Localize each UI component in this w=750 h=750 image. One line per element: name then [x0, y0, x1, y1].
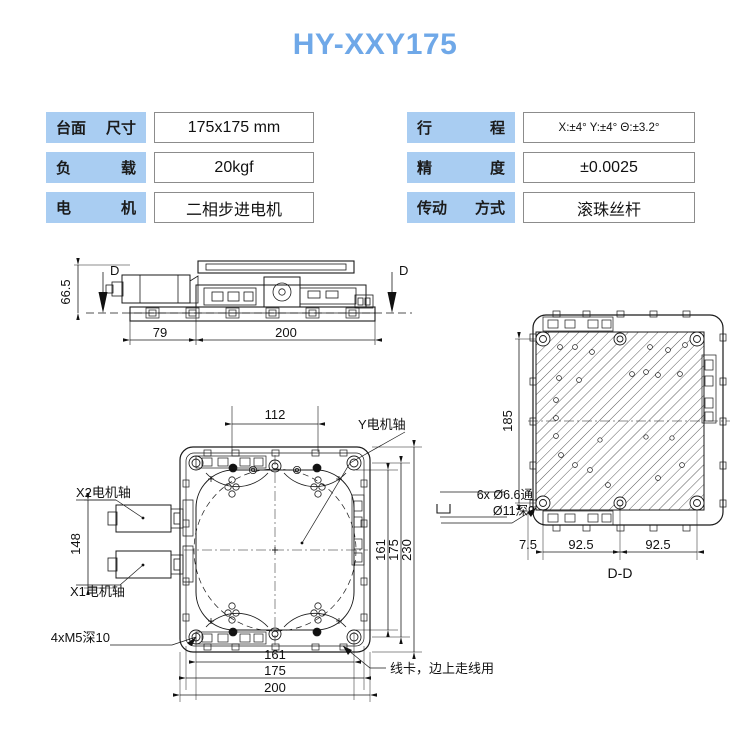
spec-row: 行 程 X:±4° Y:±4° Θ:±3.2°: [407, 112, 695, 143]
spec-value: X:±4° Y:±4° Θ:±3.2°: [523, 112, 695, 143]
spec-row: 传动 方式 滚珠丝杆: [407, 192, 695, 223]
counterbore-symbol: [436, 504, 451, 514]
spec-row: 电 机 二相步进电机: [46, 192, 314, 223]
spec-label: 负 载: [46, 152, 146, 183]
label-x2-motor-shaft: X2电机轴: [76, 485, 131, 500]
spec-label-part-b: 尺寸: [105, 120, 136, 137]
spec-row: 负 载 20kgf: [46, 152, 314, 183]
hole-callout: 6x Ø6.6通 Ø11深9: [436, 488, 537, 524]
dim-92-5-left: 92.5: [568, 537, 593, 552]
leader-x1-motor: X1电机轴: [70, 563, 145, 599]
dim-148: 148: [68, 533, 83, 555]
dim-161-horizontal: 161: [264, 647, 286, 662]
dim-height-66-5: 66.5: [58, 279, 73, 304]
spec-label-part-b: 方式: [474, 200, 505, 217]
leader-screw-holes: 4xM5深10: [51, 630, 197, 646]
section-caption-dd: D-D: [608, 565, 633, 581]
label-x1-motor-shaft: X1电机轴: [70, 584, 125, 599]
spec-label: 行 程: [407, 112, 515, 143]
dim-200-horizontal: 200: [264, 680, 286, 695]
label-cable-clip: 线卡，边上走线用: [390, 661, 494, 676]
spec-label-part-a: 台面: [56, 120, 87, 137]
dim-92-5-right: 92.5: [645, 537, 670, 552]
side-view: 66.5 D D 79 200: [58, 257, 412, 345]
section-arrow-right: D: [387, 263, 408, 313]
dim-200-side: 200: [275, 325, 297, 340]
top-view: 112 148 161 175 230: [51, 406, 494, 702]
spec-value: 175x175 mm: [154, 112, 314, 143]
spec-label-part-a: 行: [417, 120, 433, 137]
spec-value: 20kgf: [154, 152, 314, 183]
spec-label-part-a: 传动: [417, 200, 448, 217]
dim-175-horizontal: 175: [264, 663, 286, 678]
dim-175-vertical: 175: [386, 539, 401, 561]
spec-row: 台面 尺寸 175x175 mm: [46, 112, 314, 143]
dim-230-vertical: 230: [399, 539, 414, 561]
spec-label-part-b: 载: [120, 160, 136, 177]
hole-note-line-1: 6x Ø6.6通: [477, 488, 534, 502]
hole-note-line-2: Ø11深9: [493, 504, 535, 518]
spec-label-part-b: 度: [489, 160, 505, 177]
spec-value: ±0.0025: [523, 152, 695, 183]
section-label-d-right: D: [399, 263, 408, 278]
dim-7-5: 7.5: [519, 537, 537, 552]
spec-value: 滚珠丝杆: [523, 192, 695, 223]
section-arrow-left: D: [98, 263, 119, 313]
section-view-dd: 185 6x Ø6.6通 Ø11深9: [436, 310, 730, 581]
page-title: HY-XXY175: [292, 28, 458, 61]
dim-185: 185: [500, 410, 515, 432]
x-motors: [107, 499, 194, 583]
spec-label: 台面 尺寸: [46, 112, 146, 143]
label-y-motor-shaft: Y电机轴: [358, 417, 406, 432]
spec-label: 精 度: [407, 152, 515, 183]
spec-label-part-b: 程: [489, 120, 505, 137]
spec-label: 传动 方式: [407, 192, 515, 223]
spec-table-left: 台面 尺寸 175x175 mm 负 载 20kgf 电 机 二相步进电机: [46, 112, 314, 232]
spec-label-part-a: 电: [56, 200, 72, 217]
leader-y-motor: Y电机轴: [300, 417, 406, 545]
spec-value: 二相步进电机: [154, 192, 314, 223]
dim-161-vertical: 161: [373, 539, 388, 561]
leader-cable-clip: 线卡，边上走线用: [342, 645, 494, 676]
spec-label-part-b: 机: [120, 200, 136, 217]
spec-label: 电 机: [46, 192, 146, 223]
spec-row: 精 度 ±0.0025: [407, 152, 695, 183]
dim-112: 112: [265, 407, 286, 422]
spec-table-right: 行 程 X:±4° Y:±4° Θ:±3.2° 精 度 ±0.0025 传动 方…: [407, 112, 695, 232]
dim-79: 79: [153, 325, 167, 340]
spec-label-part-a: 精: [417, 160, 433, 177]
spec-label-part-a: 负: [56, 160, 72, 177]
section-label-d-left: D: [110, 263, 119, 278]
label-4xm5: 4xM5深10: [51, 630, 110, 645]
leader-x2-motor: X2电机轴: [76, 485, 145, 520]
